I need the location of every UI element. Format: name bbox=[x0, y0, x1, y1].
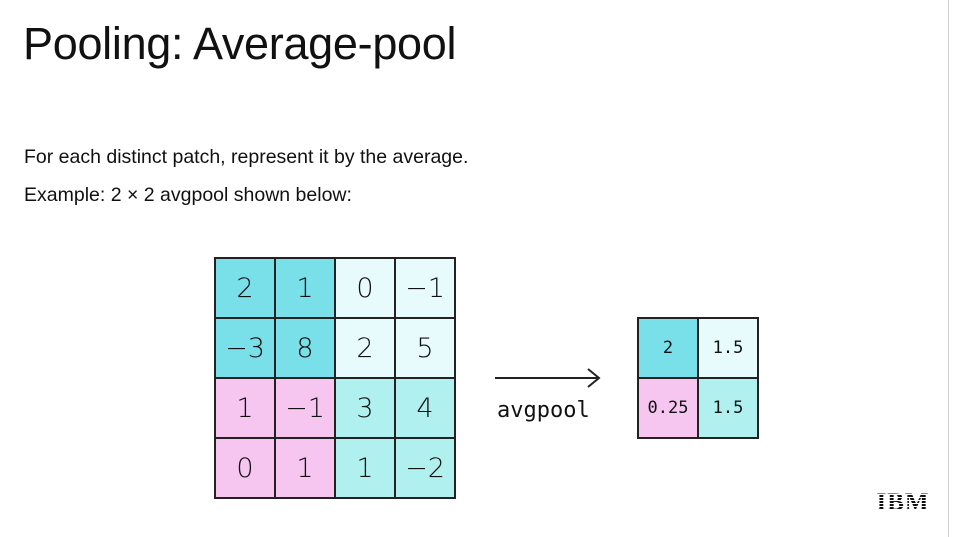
avgpool-label: avgpool bbox=[497, 398, 590, 423]
input-cell-3-3: −2 bbox=[396, 439, 456, 499]
input-cell-2-0: 1 bbox=[216, 379, 276, 439]
output-cell-1-0: 0.25 bbox=[639, 379, 699, 439]
input-cell-1-1: 8 bbox=[276, 319, 336, 379]
input-cell-3-0: 0 bbox=[216, 439, 276, 499]
input-cell-1-3: 5 bbox=[396, 319, 456, 379]
ibm-logo: IBM bbox=[877, 489, 930, 513]
description-line: For each distinct patch, represent it by… bbox=[24, 146, 469, 168]
output-cell-0-1: 1.5 bbox=[699, 319, 759, 379]
output-cell-1-1: 1.5 bbox=[699, 379, 759, 439]
input-cell-0-0: 2 bbox=[216, 259, 276, 319]
output-cell-0-0: 2 bbox=[639, 319, 699, 379]
slide-title: Pooling: Average-pool bbox=[23, 18, 457, 69]
input-cell-0-3: −1 bbox=[396, 259, 456, 319]
ibm-logo-text: IBM bbox=[877, 489, 930, 513]
input-cell-3-1: 1 bbox=[276, 439, 336, 499]
input-matrix: 2 1 0 −1 −3 8 2 5 1 −1 3 4 0 1 1 −2 bbox=[214, 257, 456, 499]
example-line: Example: 2 × 2 avgpool shown below: bbox=[24, 184, 352, 206]
input-cell-0-1: 1 bbox=[276, 259, 336, 319]
slide-edge-rule bbox=[948, 0, 949, 537]
input-cell-2-3: 4 bbox=[396, 379, 456, 439]
input-cell-2-2: 3 bbox=[336, 379, 396, 439]
right-arrow-icon bbox=[495, 368, 601, 388]
input-cell-1-0: −3 bbox=[216, 319, 276, 379]
output-matrix: 2 1.5 0.25 1.5 bbox=[637, 317, 759, 439]
input-cell-0-2: 0 bbox=[336, 259, 396, 319]
input-cell-3-2: 1 bbox=[336, 439, 396, 499]
input-cell-1-2: 2 bbox=[336, 319, 396, 379]
input-cell-2-1: −1 bbox=[276, 379, 336, 439]
